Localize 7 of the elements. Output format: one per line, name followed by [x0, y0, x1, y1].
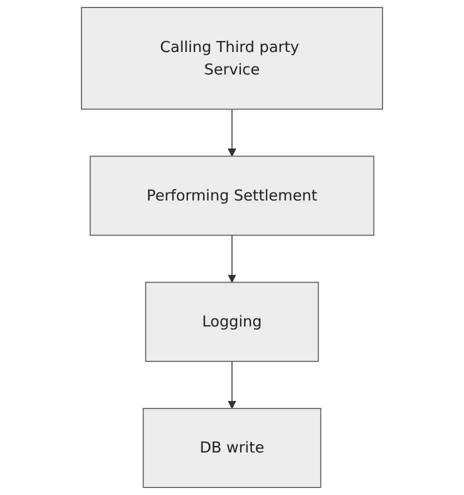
- node-box: Performing Settlement: [90, 156, 374, 236]
- arrow: [228, 108, 236, 157]
- node-box: Logging: [145, 282, 319, 362]
- node-box: DB write: [142, 408, 322, 488]
- arrow: [228, 234, 236, 283]
- arrow: [228, 360, 236, 409]
- node-box: Calling Third party Service: [80, 7, 384, 110]
